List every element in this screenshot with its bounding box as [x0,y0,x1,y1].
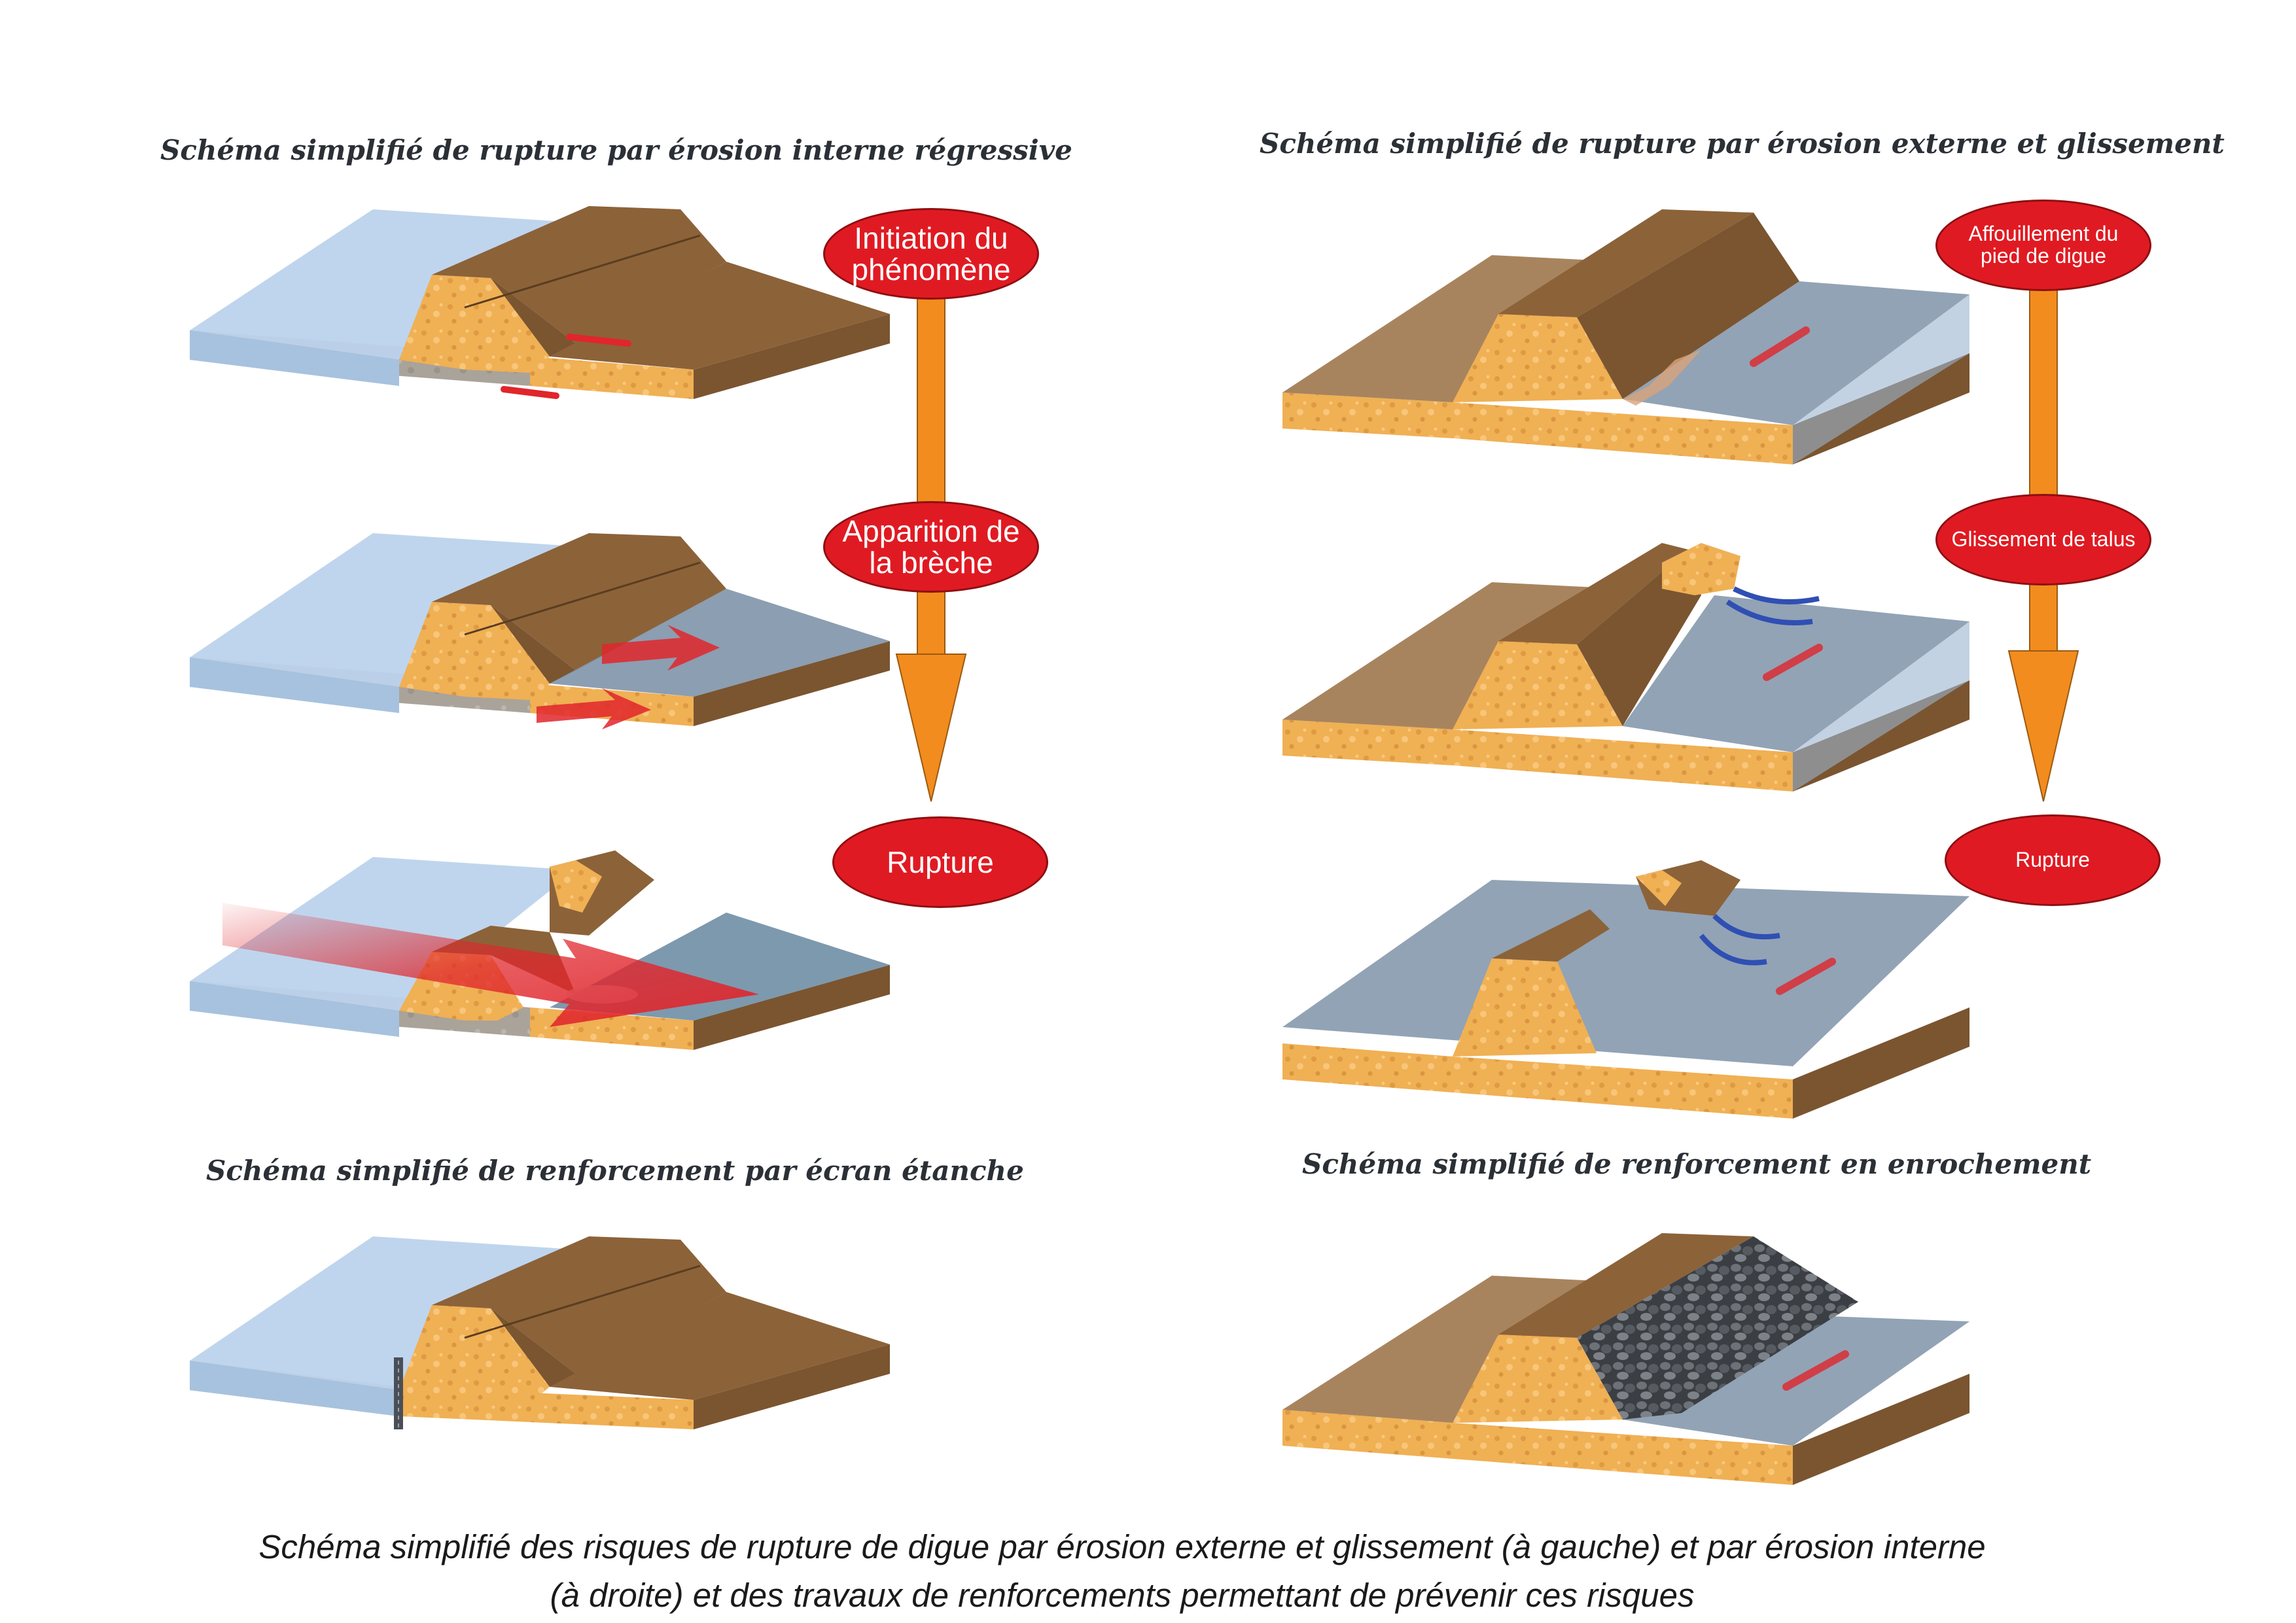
levee-block [1282,860,1969,1119]
levee-block [190,533,890,726]
riprap-title: Schéma simplifié de renforcement en enro… [1302,1148,2092,1180]
stage-breach: Apparition de la brèche [823,501,1039,593]
slide-arrows [1725,586,1823,681]
levee-block [190,1236,890,1429]
levee-block-initiation [190,206,890,399]
breach-flow-arrows [537,625,720,729]
figure-caption: Schéma simplifié des risques de rupture … [92,1523,2153,1620]
levee-block-slope-slide [1282,543,1969,792]
levee-block-scour [1282,209,1969,464]
levee-block-watertight-screen [190,1236,890,1429]
levee-block [1282,209,1969,464]
current-arrow [1782,1350,1849,1391]
levee-block-rupture [190,850,890,1050]
current-arrow [1750,326,1810,367]
levee-block [1282,543,1969,792]
stage-slope-slide: Glissement de talus [1935,494,2151,585]
stage-rupture-left: Rupture [832,816,1048,908]
levee-block-breach [190,533,890,729]
internal-erosion-title: Schéma simplifié de rupture par érosion … [160,134,1072,166]
levee-block-rupture-external [1282,860,1969,1119]
external-erosion-title: Schéma simplifié de rupture par érosion … [1260,128,2225,160]
rupture-flow-arrow [222,903,759,1027]
stage-scour: Affouillement du pied de digue [1935,200,2151,291]
levee-block [190,206,890,399]
levee-block-riprap [1282,1233,1969,1485]
caption-line-2: (à droite) et des travaux de renforcemen… [550,1577,1695,1614]
caption-line-1: Schéma simplifié des risques de rupture … [258,1528,1986,1565]
watertight-screen-title: Schéma simplifié de renforcement par écr… [206,1155,1024,1187]
seepage-arrow [501,334,631,399]
rupture-arrows [1699,914,1836,995]
watertight-screen-wall [394,1357,403,1429]
stage-rupture-right: Rupture [1945,814,2161,906]
riprap-rocks [1577,1236,1858,1420]
levee-block [1282,1233,1969,1485]
stage-initiation: Initiation du phénomène [823,208,1039,300]
